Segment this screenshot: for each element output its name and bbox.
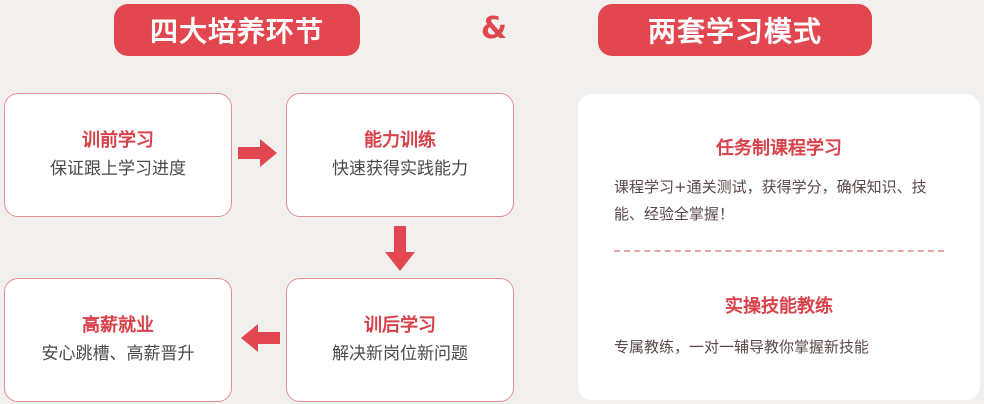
- step-subtitle: 快速获得实践能力: [332, 159, 468, 179]
- step-title: 高薪就业: [82, 315, 154, 336]
- arrow-down-icon: [385, 226, 415, 271]
- mode-description-task-courses: 课程学习+通关测试，获得学分，确保知识、技能、经验全掌握！: [614, 178, 927, 223]
- step-card-skill-training: 能力训练 快速获得实践能力: [286, 93, 514, 217]
- arrow-left-icon: [241, 324, 280, 352]
- ampersand-symbol: &: [480, 10, 508, 46]
- dashed-divider: [614, 250, 944, 252]
- four-stages-title: 四大培养环节: [114, 4, 360, 56]
- mode-description-practical-coaching: 专属教练，一对一辅导教你掌握新技能: [614, 338, 870, 356]
- step-title: 训前学习: [82, 130, 154, 151]
- step-subtitle: 保证跟上学习进度: [50, 159, 186, 179]
- mode-title-practical-coaching: 实操技能教练: [725, 296, 833, 317]
- step-card-employment: 高薪就业 安心跳槽、高薪晋升: [4, 278, 232, 402]
- learning-modes-panel: 任务制课程学习 课程学习+通关测试，获得学分，确保知识、技能、经验全掌握！ 实操…: [578, 94, 980, 400]
- step-card-post-training: 训后学习 解决新岗位新问题: [286, 278, 514, 402]
- mode-title-task-courses: 任务制课程学习: [716, 138, 842, 159]
- step-subtitle: 安心跳槽、高薪晋升: [41, 344, 195, 364]
- step-card-pre-training: 训前学习 保证跟上学习进度: [4, 93, 232, 217]
- step-title: 能力训练: [364, 130, 436, 151]
- two-modes-title: 两套学习模式: [598, 4, 872, 56]
- step-subtitle: 解决新岗位新问题: [332, 344, 468, 364]
- step-title: 训后学习: [364, 315, 436, 336]
- arrow-right-icon: [238, 139, 277, 167]
